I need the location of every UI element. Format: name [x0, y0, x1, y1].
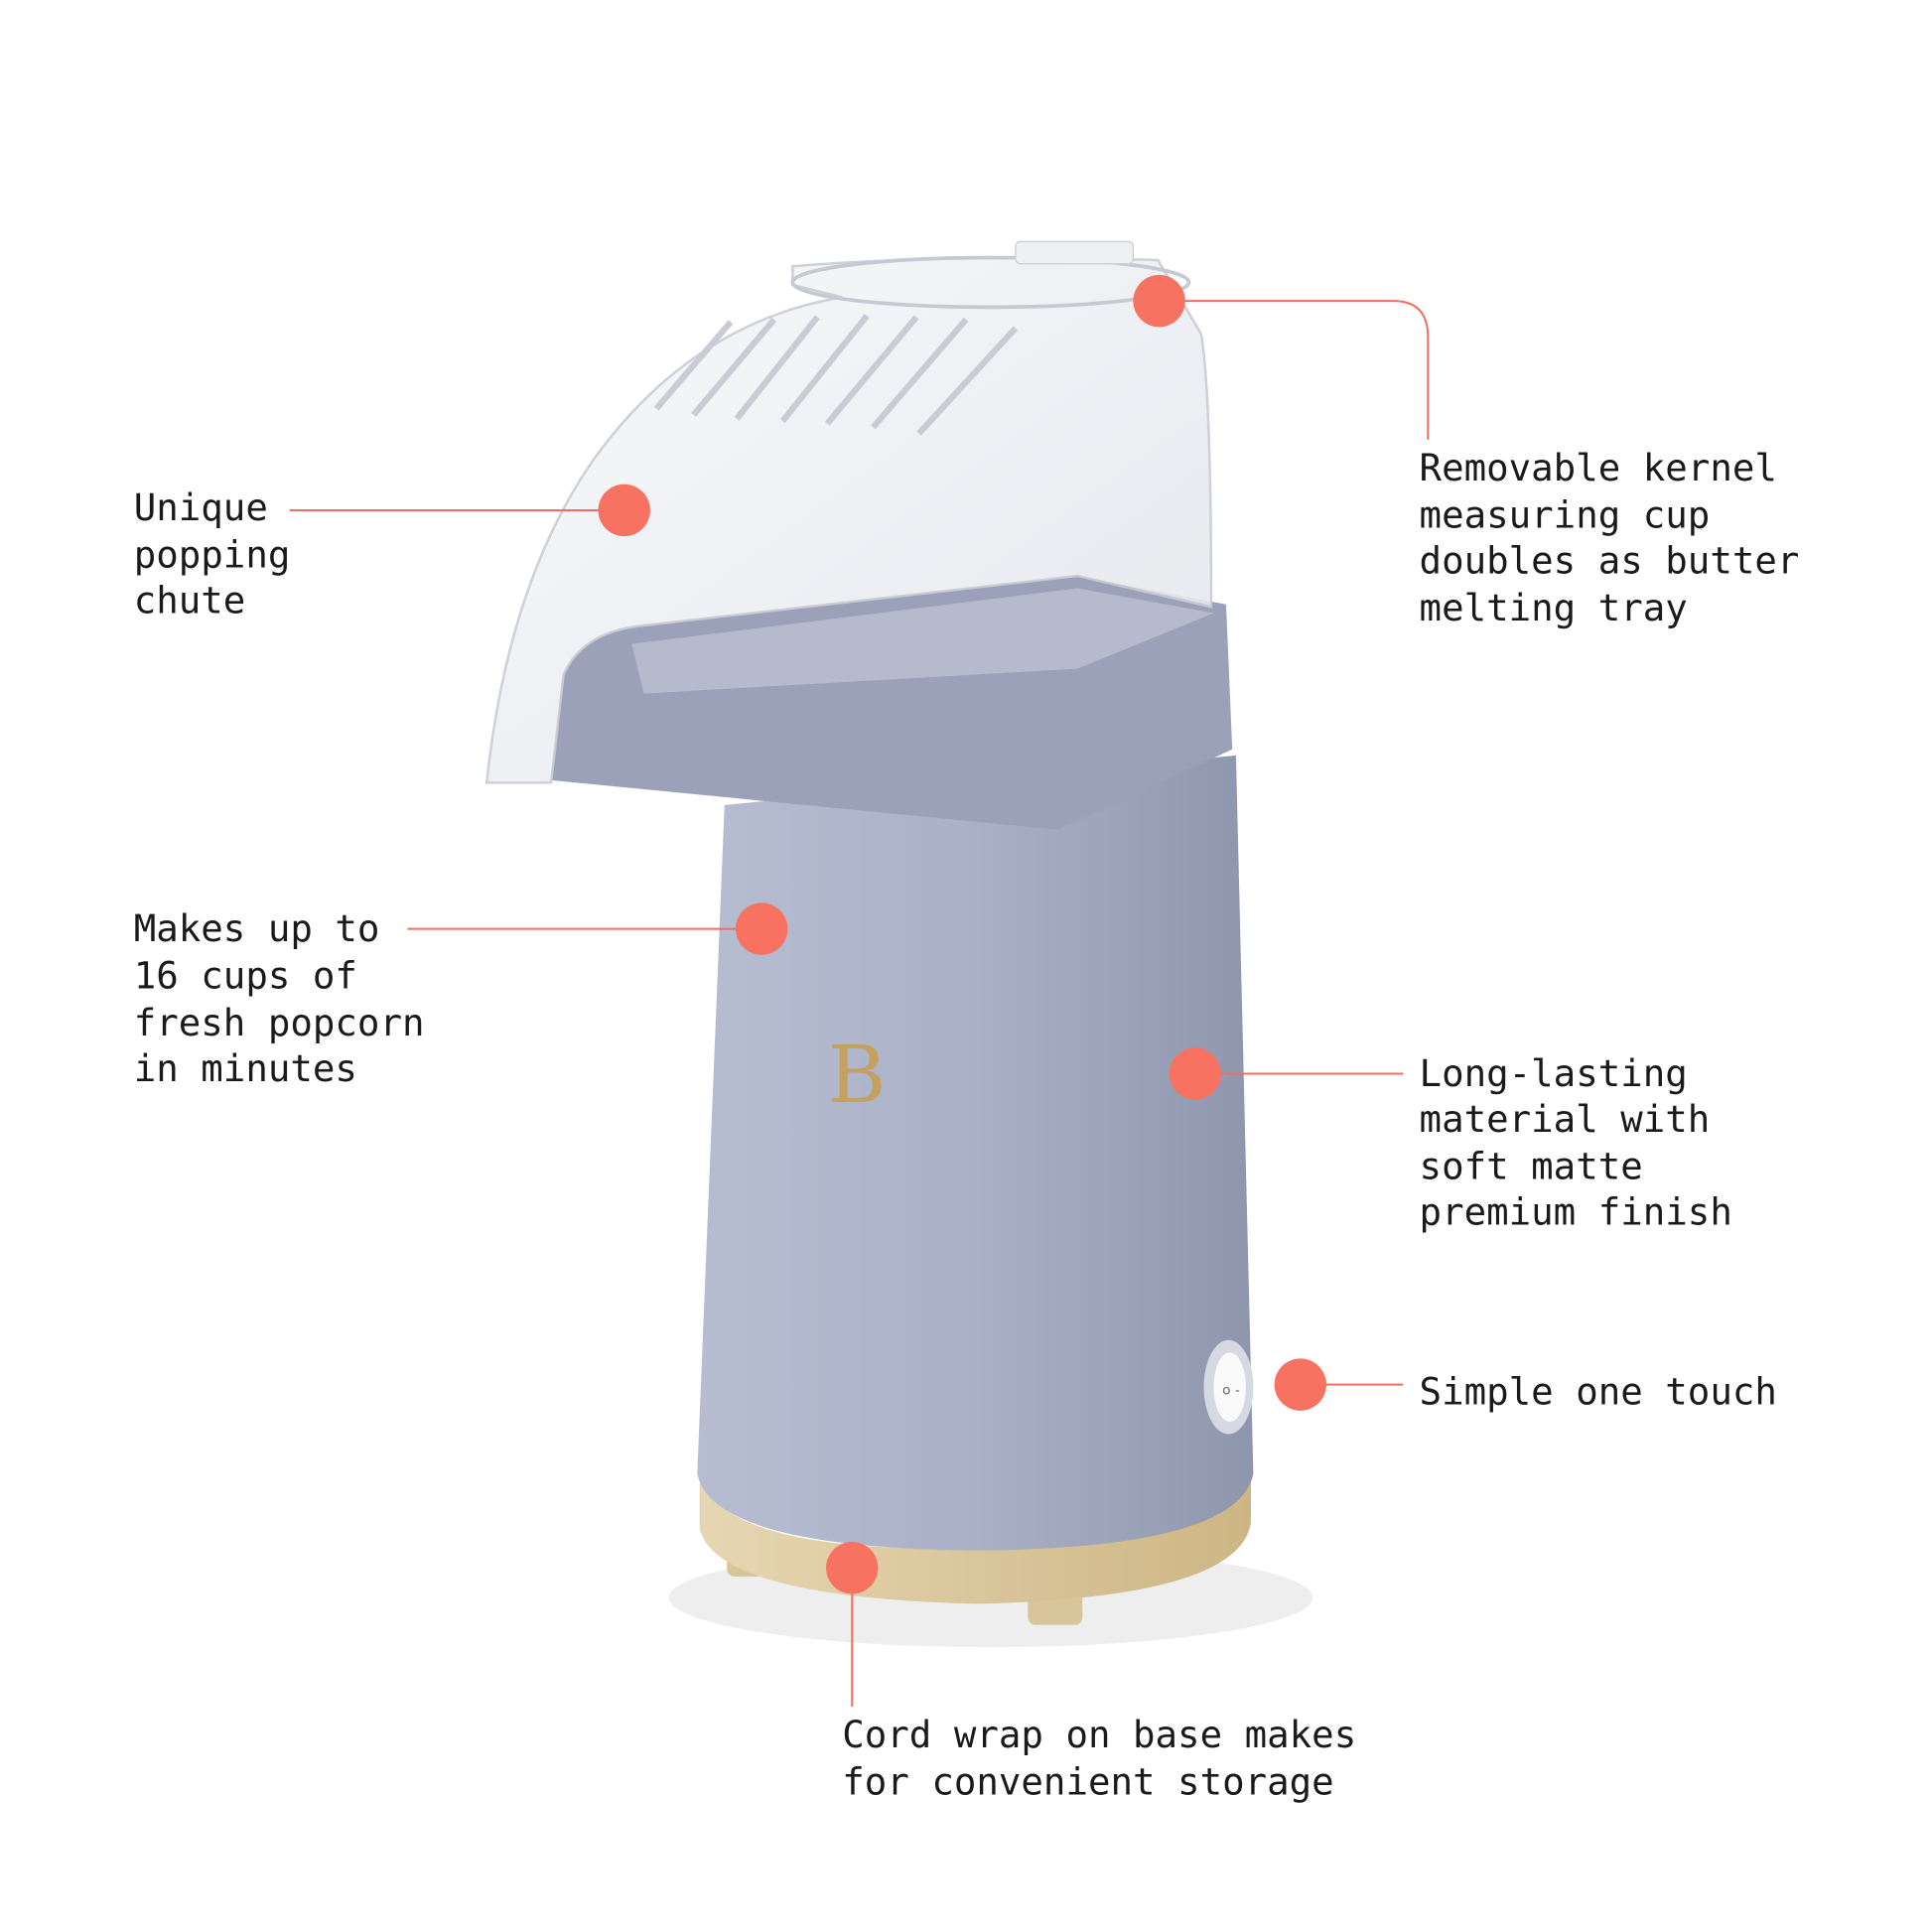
callout-dot-kernel-cup	[1133, 274, 1185, 328]
callout-dots	[598, 274, 1327, 1594]
popcorn-maker: B o -	[484, 240, 1313, 1648]
callout-kernel-cup: Removable kernel measuring cup doubles a…	[1420, 446, 1822, 629]
cup-handle	[1015, 240, 1135, 265]
callout-dot-capacity	[735, 902, 788, 955]
leader-lines	[289, 300, 1430, 1707]
main-body	[697, 755, 1254, 1551]
callout-dot-switch	[1274, 1358, 1327, 1411]
callout-cord: Cord wrap on base makes for convenient s…	[842, 1713, 1379, 1803]
power-switch[interactable]: o -	[1203, 1339, 1254, 1435]
svg-text:o -: o -	[1222, 1383, 1240, 1399]
callout-switch: Simple one touch	[1420, 1370, 1777, 1414]
callout-chute: Unique popping chute	[134, 485, 313, 622]
brand-logo: B	[828, 1029, 887, 1121]
leader-kernel-cup	[1159, 300, 1430, 440]
kernel-measuring-cup	[790, 255, 1191, 310]
callout-dot-finish	[1169, 1047, 1221, 1100]
callout-dot-cord	[826, 1542, 879, 1594]
tray-inner	[631, 588, 1214, 694]
callout-finish: Long-lasting material with soft matte pr…	[1420, 1051, 1732, 1234]
callout-capacity: Makes up to 16 cups of fresh popcorn in …	[134, 906, 447, 1090]
callout-dot-chute	[598, 483, 650, 537]
chute-vents	[653, 314, 1019, 436]
